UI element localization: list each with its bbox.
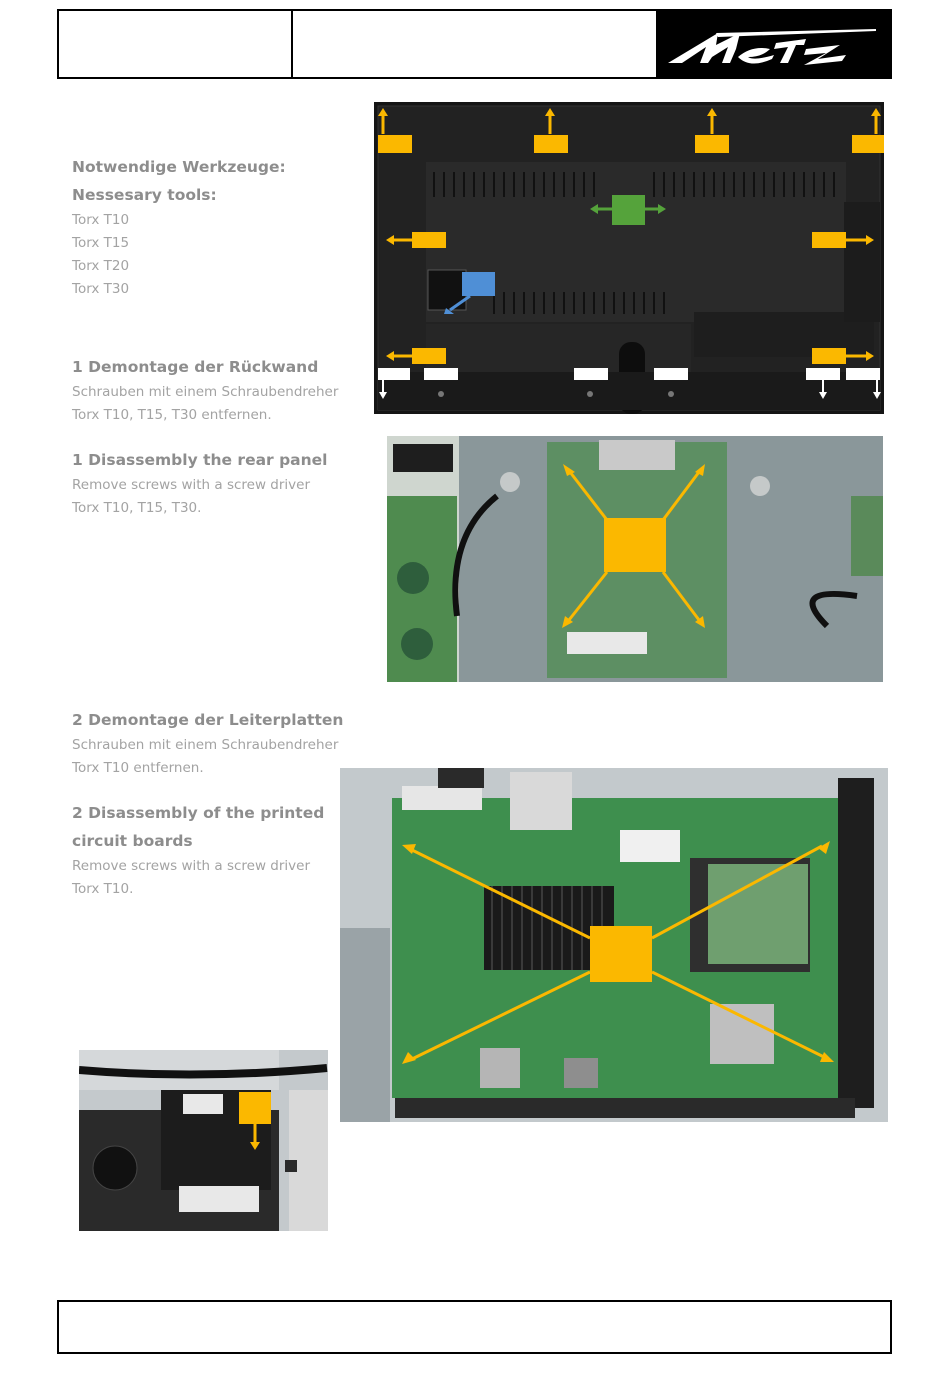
step2-desc-de: Torx T10 entfernen. bbox=[72, 760, 204, 776]
step1-title-en: 1 Disassembly the rear panel bbox=[72, 451, 328, 469]
step2-desc-en: Remove screws with a screw driver bbox=[72, 858, 311, 874]
step2-title-en: circuit boards bbox=[72, 832, 193, 850]
step2-desc-de: Schrauben mit einem Schraubendreher bbox=[72, 737, 339, 753]
tool-item: Torx T20 bbox=[72, 258, 130, 274]
tool-item: Torx T10 bbox=[72, 212, 130, 228]
rear-panel-photo bbox=[374, 102, 884, 414]
step1-desc-en: Torx T10, T15, T30. bbox=[72, 500, 202, 516]
module-photo bbox=[79, 1050, 328, 1231]
header-divider bbox=[291, 9, 293, 79]
step2-title-de: 2 Demontage der Leiterplatten bbox=[72, 711, 344, 729]
header-frame bbox=[57, 9, 892, 79]
tool-item: Torx T30 bbox=[72, 281, 130, 297]
tcon-board-photo bbox=[387, 436, 883, 682]
tool-item: Torx T15 bbox=[72, 235, 130, 251]
step1-desc-en: Remove screws with a screw driver bbox=[72, 477, 311, 493]
step1-desc-de: Schrauben mit einem Schraubendreher bbox=[72, 384, 339, 400]
tools-heading-en: Nessesary tools: bbox=[72, 186, 217, 204]
step2-desc-en: Torx T10. bbox=[72, 881, 134, 897]
step1-desc-de: Torx T10, T15, T30 entfernen. bbox=[72, 407, 272, 423]
mainboard-photo bbox=[340, 768, 888, 1122]
step1-title-de: 1 Demontage der Rückwand bbox=[72, 358, 319, 376]
step2-title-en: 2 Disassembly of the printed bbox=[72, 804, 325, 822]
tools-heading-de: Notwendige Werkzeuge: bbox=[72, 158, 286, 176]
metz-logo bbox=[656, 11, 890, 77]
footer-frame bbox=[57, 1300, 892, 1354]
metz-logo-icon bbox=[668, 29, 876, 65]
